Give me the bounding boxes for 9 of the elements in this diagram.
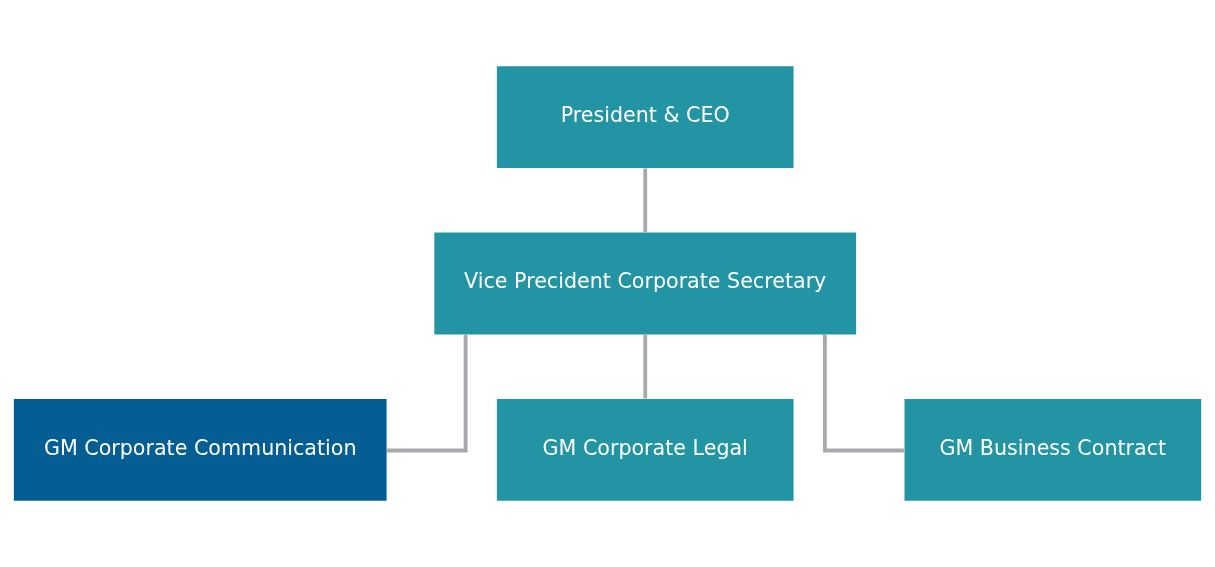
node-box: GM Business Contract — [904, 398, 1202, 501]
node-box: GM Corporate Communication — [13, 398, 387, 501]
connector — [643, 334, 648, 399]
connector — [386, 334, 468, 453]
node-box: GM Corporate Legal — [496, 398, 794, 501]
node-box: President & CEO — [496, 66, 794, 169]
connector — [643, 168, 648, 233]
connector — [822, 334, 904, 453]
node-box: Vice Precident Corporate Secretary — [434, 232, 857, 335]
